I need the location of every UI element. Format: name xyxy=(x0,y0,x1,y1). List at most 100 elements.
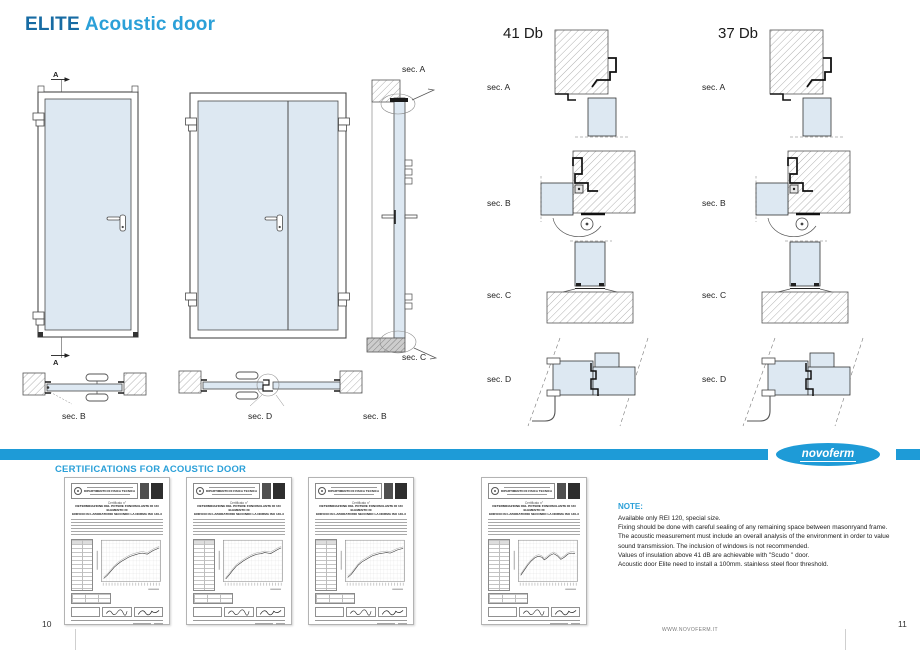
wall-block xyxy=(178,370,202,394)
section-c-detail-drawing xyxy=(761,240,849,324)
door-leaf xyxy=(44,98,132,331)
vertical-section-top-label: sec. A xyxy=(402,64,426,74)
section-b-detail-drawing xyxy=(755,150,851,238)
novoferm-logo: novoferm xyxy=(776,443,880,466)
hinge xyxy=(338,117,350,132)
acoustic-column-37db: 37 Db sec. A sec. B sec. C sec. D xyxy=(700,0,915,445)
signature-box xyxy=(224,606,254,617)
note-line: sound transmission. The inclusion of win… xyxy=(618,542,809,550)
institute-name: DIPARTIMENTO DI FISICA TECNICA xyxy=(501,489,553,493)
rating-summary-table xyxy=(315,592,355,604)
note-line: Values of insulation above 41 dB are ach… xyxy=(618,551,810,559)
section-label-a: sec. A xyxy=(702,82,726,92)
door-leaf-plan xyxy=(272,381,341,390)
section-label-c: sec. C xyxy=(702,290,727,300)
divider-band-right xyxy=(896,449,920,460)
section-a-detail-drawing xyxy=(769,29,845,138)
certificate-title-line1: DETERMINAZIONE DEL POTERE FONOISOLANTE D… xyxy=(319,504,403,512)
signature-box xyxy=(133,606,163,617)
single-door-front-drawing: A A xyxy=(32,70,139,366)
plan-label-double-center: sec. D xyxy=(248,411,273,421)
stamp-icon xyxy=(262,483,271,499)
signature-box xyxy=(488,606,518,617)
note-line: Fixing should be done with careful seali… xyxy=(618,524,888,532)
note-line: Acoustic door Elite need to install a 10… xyxy=(618,561,829,569)
wall-block xyxy=(123,372,147,396)
page-edge-mark xyxy=(75,629,76,650)
hinge xyxy=(338,292,350,307)
acoustic-column-41db: 41 Db sec. A sec. B sec. C sec. D xyxy=(485,0,700,445)
signature-row xyxy=(315,606,407,617)
website-url: WWW.NOVOFERM.IT xyxy=(662,627,718,633)
certificate-title-line2: EDIFICIO IN LABORATORIO SECONDO LA NORMA… xyxy=(194,511,284,516)
certificate-body-text xyxy=(71,518,163,537)
plan-label-single: sec. B xyxy=(62,411,86,421)
hinge xyxy=(185,292,197,307)
meeting-stile-joint xyxy=(262,379,273,392)
note-heading: NOTE: xyxy=(618,502,643,511)
certificate-footer xyxy=(193,619,285,625)
rating-summary-table xyxy=(71,592,111,604)
wall-block xyxy=(339,370,363,394)
note-line: Available only REI 120, special size. xyxy=(618,515,721,522)
section-d-detail-drawing xyxy=(527,337,649,427)
institute-header-box: DIPARTIMENTO DI FISICA TECNICA xyxy=(193,483,261,499)
institute-seal-icon xyxy=(74,487,82,495)
plan-label-double-right: sec. B xyxy=(363,411,387,421)
certificate-number-line: Certificato n° xyxy=(351,501,371,505)
section-label-a: sec. A xyxy=(487,82,511,92)
single-door-plan-drawing xyxy=(22,372,147,405)
acoustic-rating: 41 Db xyxy=(503,25,544,42)
institute-seal-icon xyxy=(318,487,326,495)
certificate-title-line1: DETERMINAZIONE DEL POTERE FONOISOLANTE D… xyxy=(197,504,281,512)
section-label-d: sec. D xyxy=(487,374,512,384)
novoferm-logo-text: novoferm xyxy=(799,447,857,462)
signature-box xyxy=(519,606,549,617)
certificate-footer xyxy=(315,619,407,625)
vertical-section-drawing xyxy=(366,79,438,360)
stamp-icon xyxy=(567,483,580,499)
door-leaf-plan xyxy=(202,381,264,390)
stamp-icon xyxy=(150,483,163,499)
certificate-title-line2: EDIFICIO IN LABORATORIO SECONDO LA NORMA… xyxy=(316,511,406,516)
frame-head-seal xyxy=(390,98,408,102)
door-leaves xyxy=(197,100,339,331)
hinge xyxy=(32,112,45,127)
institute-header-box: DIPARTIMENTO DI FISICA TECNICA xyxy=(315,483,383,499)
acoustic-rating: 37 Db xyxy=(718,25,759,42)
signature-box xyxy=(102,606,132,617)
institute-header-box: DIPARTIMENTO DI FISICA TECNICA xyxy=(71,483,139,499)
certificate-footer xyxy=(71,619,163,625)
double-door-plan-drawing xyxy=(178,370,363,407)
certificate-body-text xyxy=(488,518,580,537)
handle-section xyxy=(381,210,418,224)
institute-name: DIPARTIMENTO DI FISICA TECNICA xyxy=(84,489,136,493)
detail-circle-top xyxy=(380,93,416,115)
double-door-front-drawing xyxy=(185,92,350,339)
certificate-header: DIPARTIMENTO DI FISICA TECNICA xyxy=(193,483,285,499)
page-number-left: 10 xyxy=(42,619,52,629)
section-label-b: sec. B xyxy=(487,198,511,208)
page-edge-mark xyxy=(845,629,846,650)
certificate-footer xyxy=(488,619,580,625)
panic-bar-bottom xyxy=(85,393,109,402)
stamp-icon xyxy=(272,483,285,499)
frequency-data-table xyxy=(488,538,510,591)
section-label-b: sec. B xyxy=(702,198,726,208)
stamp-icon xyxy=(394,483,407,499)
institute-name: DIPARTIMENTO DI FISICA TECNICA xyxy=(328,489,380,493)
door-handle xyxy=(106,214,126,232)
rating-summary-table xyxy=(488,592,528,604)
certificate-document: DIPARTIMENTO DI FISICA TECNICA Certifica… xyxy=(64,477,170,625)
signature-box xyxy=(71,606,101,617)
certificate-document: DIPARTIMENTO DI FISICA TECNICA Certifica… xyxy=(186,477,292,625)
divider-band-left xyxy=(0,449,768,460)
vertical-section-bottom-label: sec. C xyxy=(402,352,427,362)
certificate-number-line: Certificato n° xyxy=(107,501,127,505)
institute-header-box: DIPARTIMENTO DI FISICA TECNICA xyxy=(488,483,556,499)
page-title-secondary: Acoustic door xyxy=(84,14,216,35)
certificate-body-text xyxy=(193,518,285,537)
section-marker-bottom: A xyxy=(53,358,59,366)
wall-block xyxy=(22,372,46,396)
